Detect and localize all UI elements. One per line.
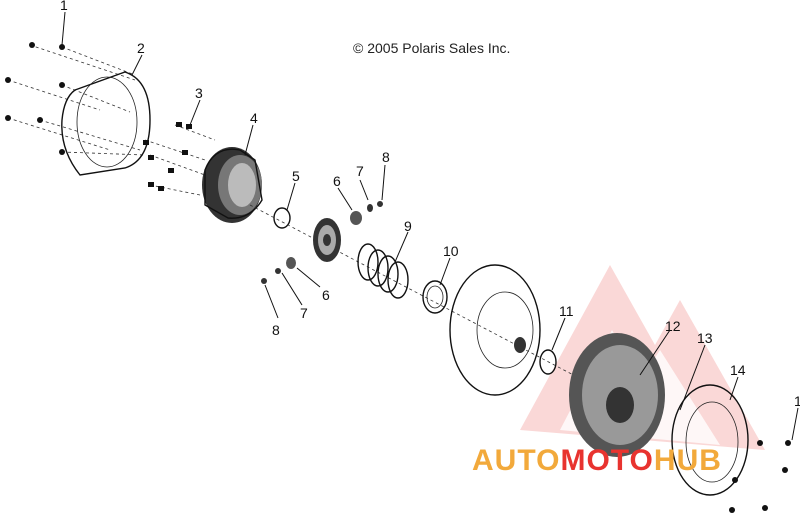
leader-lines — [61, 11, 799, 441]
bushing-stack-lower — [261, 257, 296, 284]
part-label-9: 9 — [404, 218, 412, 234]
part-label-1: 1 — [60, 0, 68, 13]
watermark-text: AUTOMOTOHUB — [472, 444, 722, 477]
ring-part5 — [273, 207, 291, 229]
moveable-sheave — [449, 264, 541, 396]
spring-part9 — [357, 243, 409, 299]
center-hub — [313, 218, 341, 262]
part-label-4: 4 — [250, 110, 258, 126]
screws-left — [5, 42, 146, 156]
part-label-14: 14 — [730, 362, 746, 378]
part-label-6-lower: 6 — [322, 287, 330, 303]
part-label-7-lower: 7 — [300, 305, 308, 321]
screws-right — [729, 440, 791, 513]
svg-text:AUTOMOTOHUB: AUTOMOTOHUB — [472, 444, 722, 477]
part-labels: 1 2 3 4 5 6 7 8 9 10 11 12 13 14 6 7 8 1 — [60, 0, 800, 409]
part-label-8-lower: 8 — [272, 322, 280, 338]
spider-cover — [202, 147, 263, 223]
ring-part11 — [539, 349, 557, 375]
part-label-6-upper: 6 — [333, 173, 341, 189]
part-label-1-right: 1 — [794, 393, 800, 409]
part-label-13: 13 — [697, 330, 713, 346]
part-label-8-upper: 8 — [382, 149, 390, 165]
part-label-12: 12 — [665, 318, 681, 334]
part-label-5: 5 — [292, 168, 300, 184]
clutch-cover-assembly — [569, 333, 749, 496]
watermark-auto: AUTO — [472, 444, 560, 477]
washer-part10 — [422, 280, 448, 314]
part-label-3: 3 — [195, 85, 203, 101]
part-label-11: 11 — [559, 303, 574, 319]
part-label-7-upper: 7 — [356, 163, 364, 179]
watermark-hub: HUB — [654, 444, 722, 477]
part-label-2: 2 — [137, 40, 145, 56]
part-label-10: 10 — [443, 243, 459, 259]
gasket-plate — [61, 71, 151, 176]
bushing-stack-upper — [350, 201, 383, 225]
copyright-notice: © 2005 Polaris Sales Inc. — [353, 40, 511, 56]
watermark-moto: MOTO — [560, 444, 653, 477]
bolts-part3 — [143, 122, 216, 196]
